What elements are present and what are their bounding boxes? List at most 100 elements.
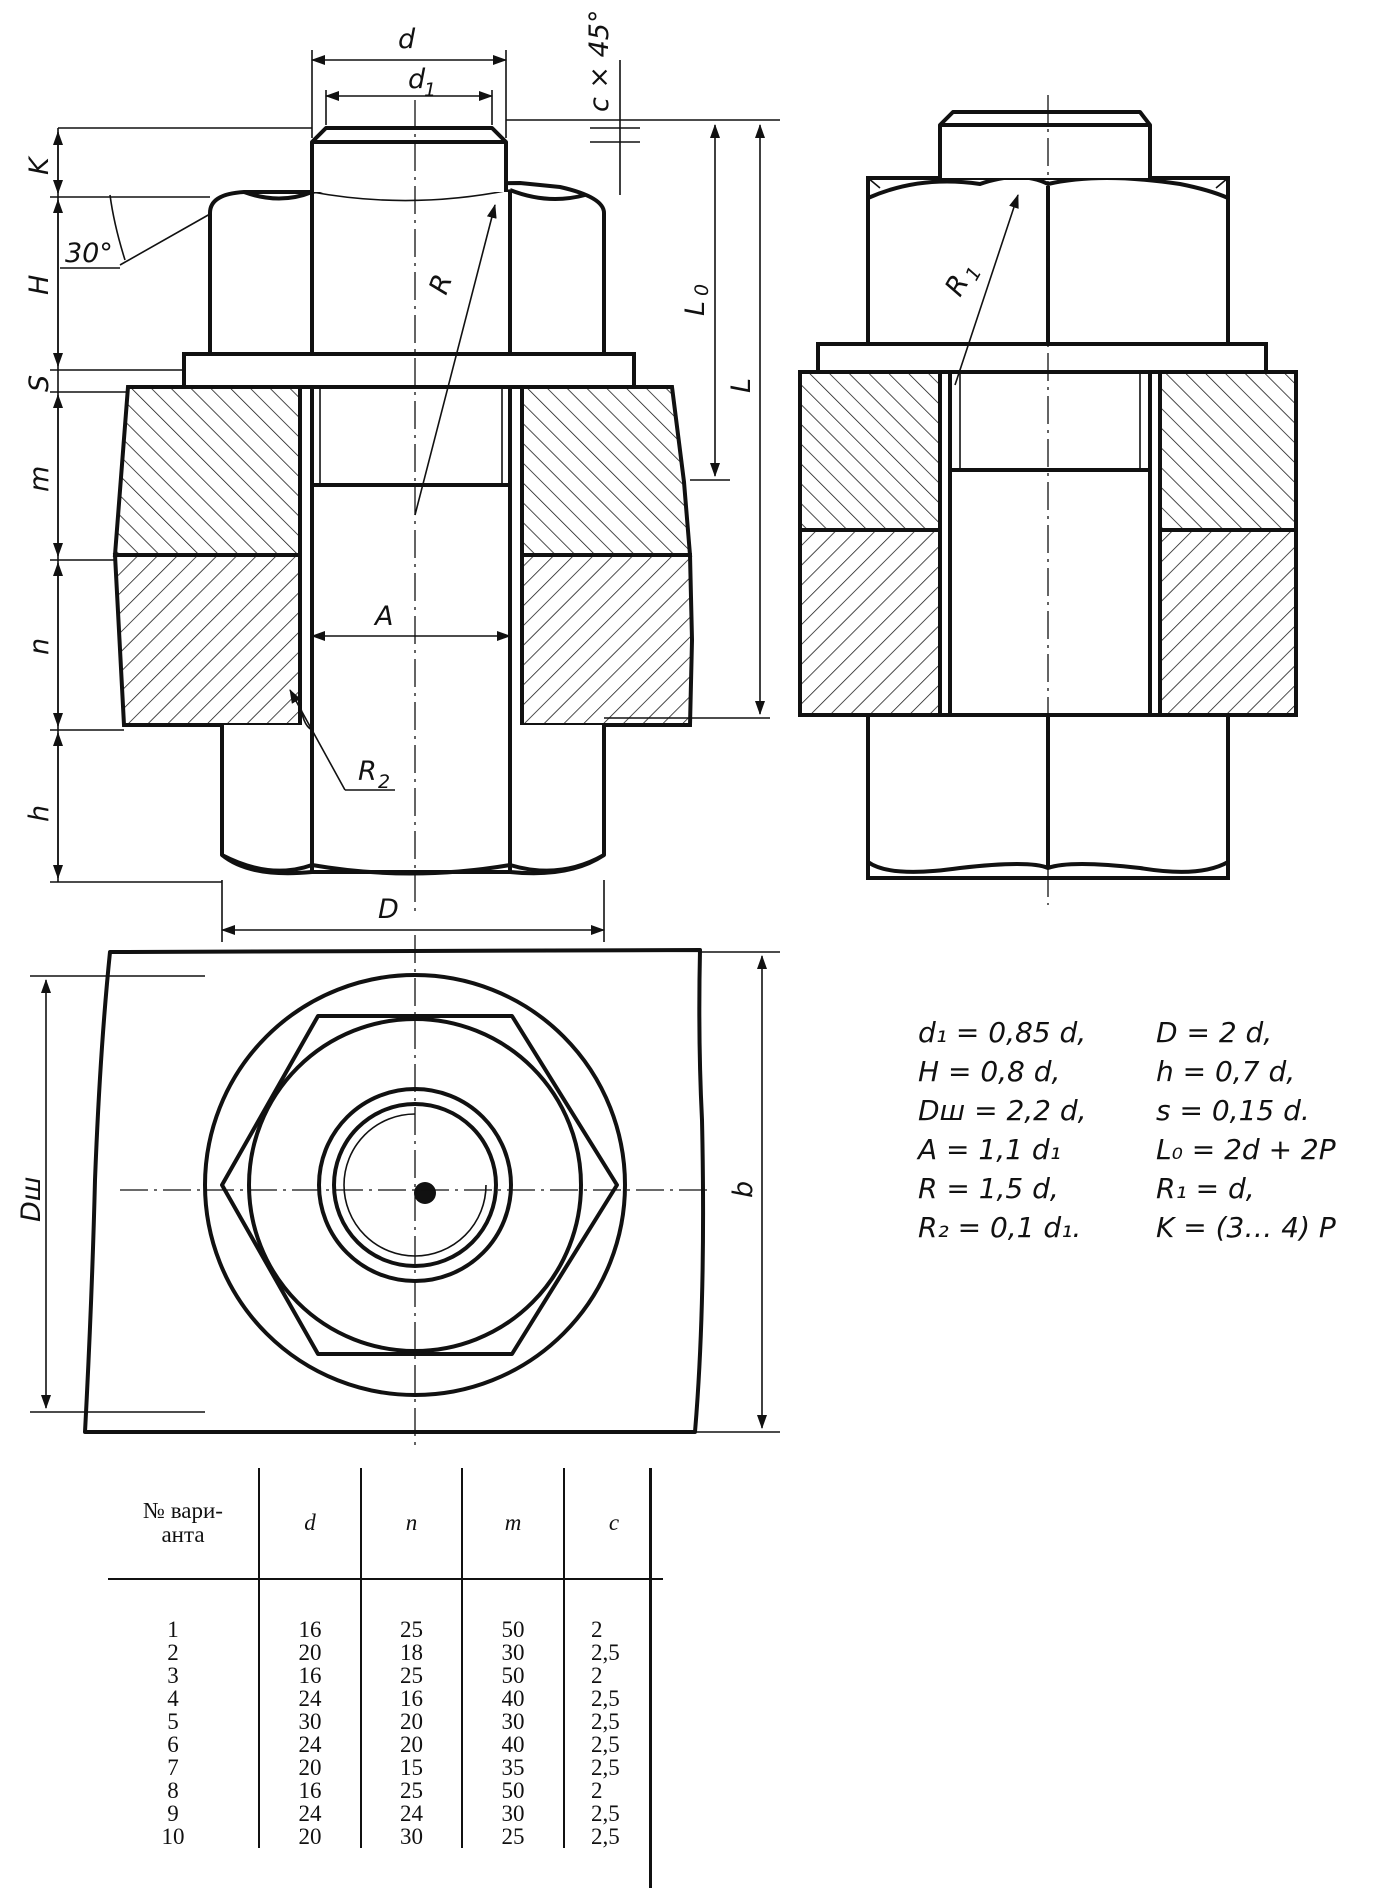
table-cell: 24 — [360, 1802, 462, 1825]
table-cell: 5 — [167, 1709, 179, 1734]
table-cell: 2 — [563, 1779, 663, 1802]
label-A: A — [373, 601, 393, 632]
table-cell: 2 — [563, 1664, 663, 1687]
header-c: c — [563, 1468, 663, 1580]
label-n: n — [24, 638, 55, 655]
table-cell: 6 — [167, 1732, 179, 1757]
side-lower-plate-left — [798, 528, 942, 717]
side-bolt-end — [938, 110, 1152, 178]
table-cell: 2,5 — [563, 1802, 663, 1825]
formula-left: R = 1,5 d, — [918, 1172, 1059, 1205]
table-cell: 10 — [161, 1824, 185, 1849]
front-view — [112, 100, 695, 915]
side-lower-plate-right — [1158, 528, 1298, 717]
table-cell: 25 — [461, 1825, 564, 1848]
formula-row: d₁ = 0,85 d, D = 2 d, — [918, 1013, 1358, 1052]
table-cell: 16 — [258, 1579, 361, 1641]
table-cell: 30 — [360, 1825, 462, 1848]
formula-right: R₁ = d, — [1156, 1172, 1255, 1205]
table-cell: 20 — [258, 1825, 361, 1848]
header-m: m — [461, 1468, 564, 1580]
table-cell: 1 — [167, 1617, 179, 1642]
table-cell: 25 — [360, 1579, 462, 1641]
formula-block: d₁ = 0,85 d, D = 2 d, H = 0,8 d,h = 0,7 d… — [918, 1013, 1358, 1247]
label-m: m — [24, 466, 55, 492]
header-variant: № вари- анта — [108, 1468, 259, 1580]
top-view — [30, 935, 780, 1450]
table-cell: 2,5 — [563, 1756, 663, 1779]
lower-plate-left — [112, 553, 302, 727]
label-S: S — [24, 375, 55, 392]
bolt-end — [310, 126, 508, 192]
side-washer — [816, 342, 1268, 374]
table-cell: 24 — [258, 1802, 361, 1825]
nut-chamfer-circle — [247, 1017, 583, 1353]
formula-right: D = 2 d, — [1156, 1016, 1273, 1049]
table-cell: 30 — [461, 1710, 564, 1733]
table-cell: 2,5 — [563, 1825, 663, 1848]
table-cell: 50 — [461, 1579, 564, 1641]
table-cell: 35 — [461, 1756, 564, 1779]
label-H: H — [24, 275, 55, 295]
formula-left: H = 0,8 d, — [918, 1055, 1061, 1088]
label-chamfer: c × 45° — [584, 10, 615, 113]
table-cell: 15 — [360, 1756, 462, 1779]
nut — [208, 181, 606, 356]
label-b: b — [728, 1181, 759, 1198]
table-cell: 4 — [167, 1686, 179, 1711]
formula-right: s = 0,15 d. — [1156, 1094, 1310, 1127]
label-30deg: 30° — [65, 238, 113, 269]
header-n: n — [360, 1468, 462, 1580]
label-d: d — [398, 24, 416, 55]
washer-circle — [203, 973, 627, 1397]
washer — [182, 352, 636, 389]
table-right-border — [649, 1468, 652, 1888]
label-D: D — [378, 894, 399, 925]
formula-left: d₁ = 0,85 d, — [918, 1016, 1087, 1049]
bolt-head — [220, 725, 606, 876]
label-L0-sub: 0 — [691, 284, 713, 296]
side-view — [798, 95, 1298, 905]
formula-left: R₂ = 0,1 d₁. — [918, 1211, 1082, 1244]
formula-left: A = 1,1 d₁ — [918, 1133, 1061, 1166]
table-cell: 18 — [360, 1641, 462, 1664]
upper-plate-right — [520, 385, 693, 557]
table-cell: 20 — [258, 1641, 361, 1664]
table-cell: 25 — [360, 1664, 462, 1687]
label-h: h — [24, 805, 55, 822]
table-cell: 40 — [461, 1733, 564, 1756]
table-cell: 7 — [167, 1755, 179, 1780]
label-d1: d — [408, 64, 426, 95]
table-cell: 8 — [167, 1778, 179, 1803]
label-R2: R — [358, 756, 377, 787]
table-cell: 2 — [563, 1579, 663, 1641]
side-upper-plate-left — [798, 370, 942, 532]
table-cell: 2,5 — [563, 1641, 663, 1664]
label-L0: L — [680, 301, 711, 316]
table-cell: 2,5 — [563, 1687, 663, 1710]
table-header-row: № вари- анта d n m c — [108, 1468, 663, 1580]
table-cell: 24 — [258, 1687, 361, 1710]
table-cell: 25 — [360, 1779, 462, 1802]
table-cell: 2,5 — [563, 1710, 663, 1733]
thread-arc — [343, 1113, 487, 1257]
table-cell: 3 — [167, 1663, 179, 1688]
table-cell: 40 — [461, 1687, 564, 1710]
formula-row: H = 0,8 d,h = 0,7 d, — [918, 1052, 1358, 1091]
formula-right: K = (3… 4) P — [1156, 1211, 1336, 1244]
table-cell: 16 — [258, 1779, 361, 1802]
table-cell: 16 — [360, 1687, 462, 1710]
table-cell: 2,5 — [563, 1733, 663, 1756]
label-Dsh: Dш — [16, 1177, 47, 1223]
